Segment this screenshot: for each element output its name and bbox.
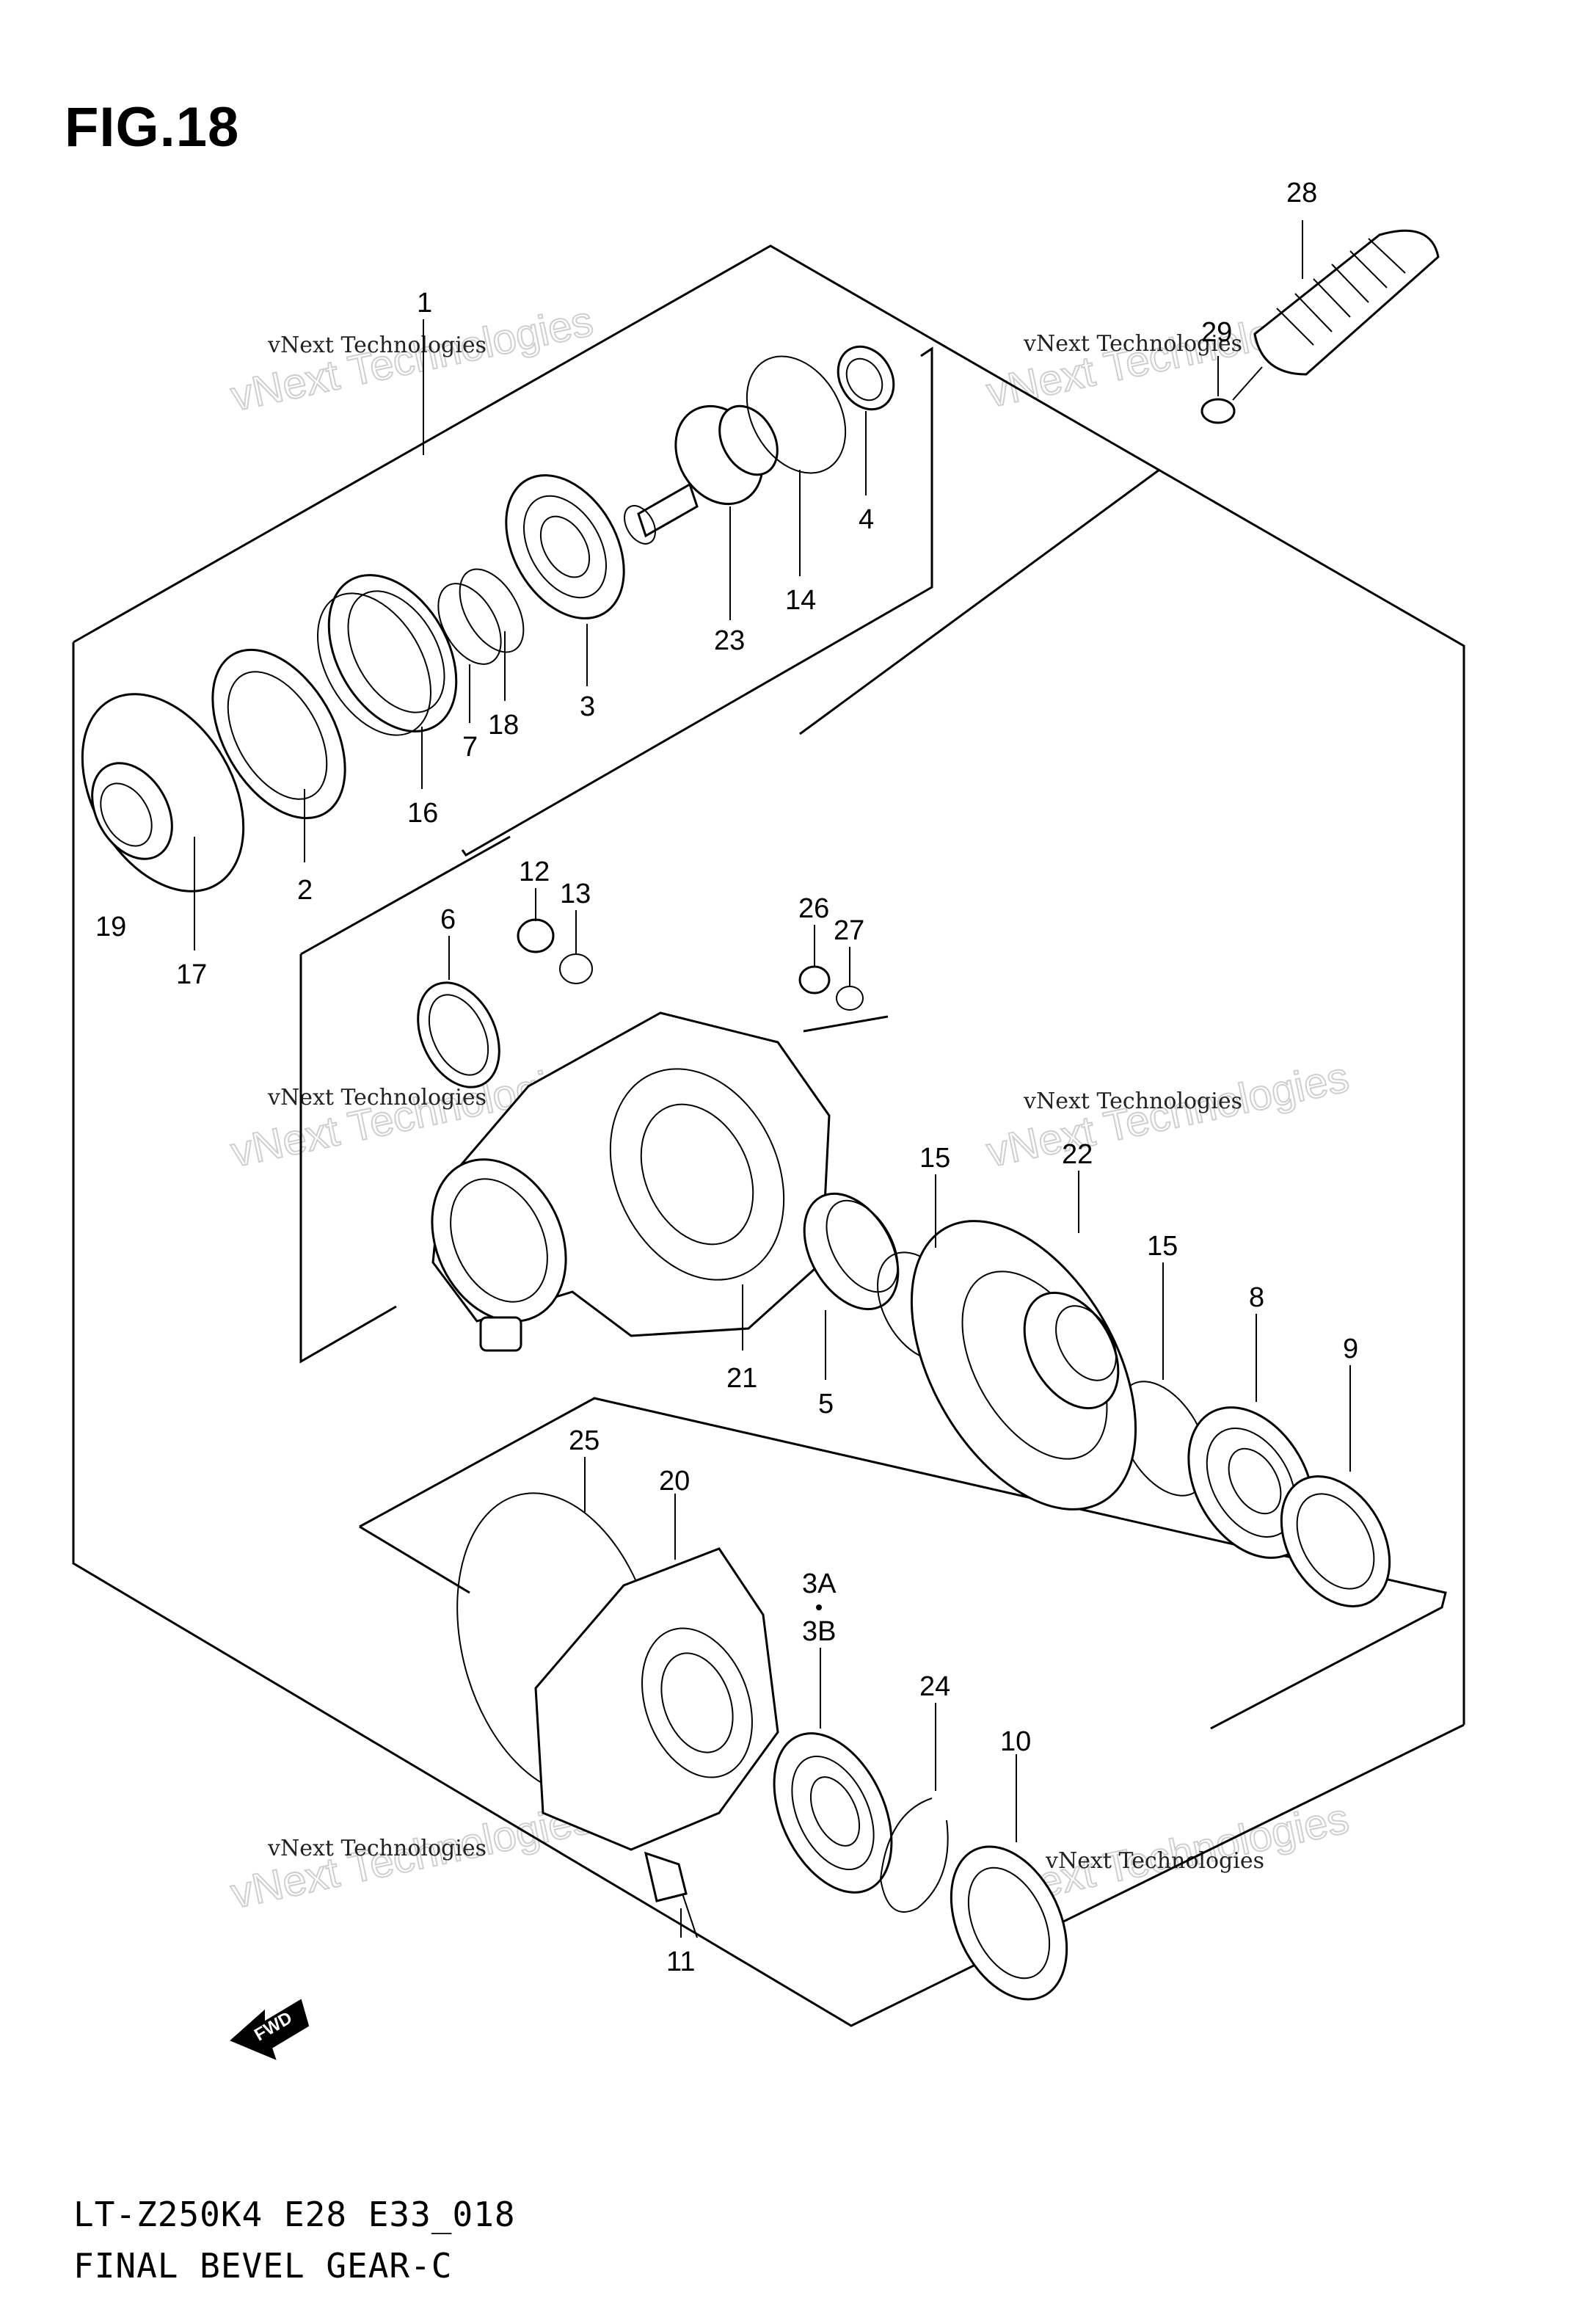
footer-model-code: LT-Z250K4 E28 E33_018 — [73, 2195, 516, 2234]
callout-12: 12 — [519, 857, 550, 887]
part-2-oil-seal — [211, 648, 346, 820]
callout-26: 26 — [798, 893, 829, 924]
part-5-bearing — [803, 1192, 900, 1311]
callout-separator-dot — [816, 1604, 822, 1610]
part-28-boot — [1253, 229, 1440, 376]
watermark-small: vNext Technologies — [1023, 1088, 1242, 1114]
part-11-bolt — [644, 1851, 698, 1938]
part-18-ring — [459, 568, 525, 653]
callout-5: 5 — [818, 1389, 834, 1419]
callout-4: 4 — [859, 504, 874, 535]
assembly-outline — [72, 244, 1465, 2027]
part-7-snap-ring — [437, 583, 502, 665]
watermark-small: vNext Technologies — [1023, 331, 1242, 357]
part-16-bearing — [317, 574, 458, 736]
callout-27: 27 — [834, 915, 864, 946]
watermark-large: vNext Technologies — [983, 1053, 1352, 1177]
callout-17: 17 — [176, 959, 207, 990]
callout-21: 21 — [726, 1363, 757, 1394]
fwd-arrow-icon: FWD — [230, 1999, 310, 2060]
callout-3b: 3B — [802, 1616, 836, 1647]
callout-20: 20 — [659, 1466, 690, 1497]
callout-19: 19 — [95, 912, 126, 942]
callout-23: 23 — [714, 625, 745, 656]
callout-25: 25 — [569, 1425, 600, 1456]
part-6-seal — [417, 981, 500, 1088]
part-10-oil-seal — [950, 1845, 1068, 2001]
callout-28: 28 — [1286, 178, 1317, 208]
part-26-plug — [798, 965, 831, 995]
callout-2: 2 — [297, 875, 313, 906]
part-27-gasket — [836, 986, 864, 1011]
part-21-gear-case — [431, 1011, 831, 1352]
callout-14: 14 — [785, 585, 816, 616]
callout-8: 8 — [1249, 1282, 1264, 1313]
callout-11: 11 — [666, 1946, 695, 1977]
watermark-large: vNext Technologies — [227, 297, 597, 421]
part-13-gasket — [559, 953, 593, 984]
leader-lines — [194, 220, 1351, 1938]
callout-22: 22 — [1062, 1139, 1093, 1170]
callout-10: 10 — [1000, 1726, 1031, 1757]
watermark-small: vNext Technologies — [267, 1085, 487, 1110]
callout-7: 7 — [462, 732, 478, 763]
callout-18: 18 — [488, 710, 519, 741]
watermark-small: vNext Technologies — [1045, 1848, 1264, 1874]
callout-15b: 15 — [1147, 1231, 1178, 1262]
part-4-bearing — [837, 345, 895, 411]
callout-1: 1 — [417, 288, 432, 319]
footer-section-name: FINAL BEVEL GEAR-C — [73, 2246, 453, 2286]
part-23-drive-bevel-gear — [624, 404, 779, 545]
part-24-circlip — [879, 1797, 949, 1913]
part-29-clamp — [1200, 366, 1263, 424]
part-14-o-ring — [746, 355, 847, 474]
part-22-driven-bevel-gear — [910, 1220, 1137, 1511]
watermark-small: vNext Technologies — [267, 1836, 487, 1861]
callout-3: 3 — [580, 691, 595, 722]
callout-9: 9 — [1343, 1334, 1358, 1364]
part-20-case-cover — [534, 1547, 779, 1851]
callout-6: 6 — [440, 904, 456, 935]
callout-13: 13 — [560, 879, 591, 909]
figure-title: FIG.18 — [65, 96, 240, 159]
callout-29: 29 — [1201, 317, 1232, 348]
callout-labels: 1 2 3 4 5 6 7 8 9 10 11 12 13 14 15 15 1… — [95, 178, 1358, 1977]
part-9-oil-seal — [1280, 1475, 1391, 1607]
part-17-flange — [81, 693, 245, 893]
part-12-plug — [517, 918, 555, 953]
callout-24: 24 — [919, 1671, 950, 1702]
part-3a-3b-bearing — [773, 1732, 893, 1894]
part-3-bearing — [505, 474, 625, 619]
callout-15a: 15 — [919, 1143, 950, 1174]
callout-16: 16 — [407, 798, 438, 829]
watermark-small: vNext Technologies — [267, 332, 487, 358]
callout-3a: 3A — [802, 1568, 837, 1599]
